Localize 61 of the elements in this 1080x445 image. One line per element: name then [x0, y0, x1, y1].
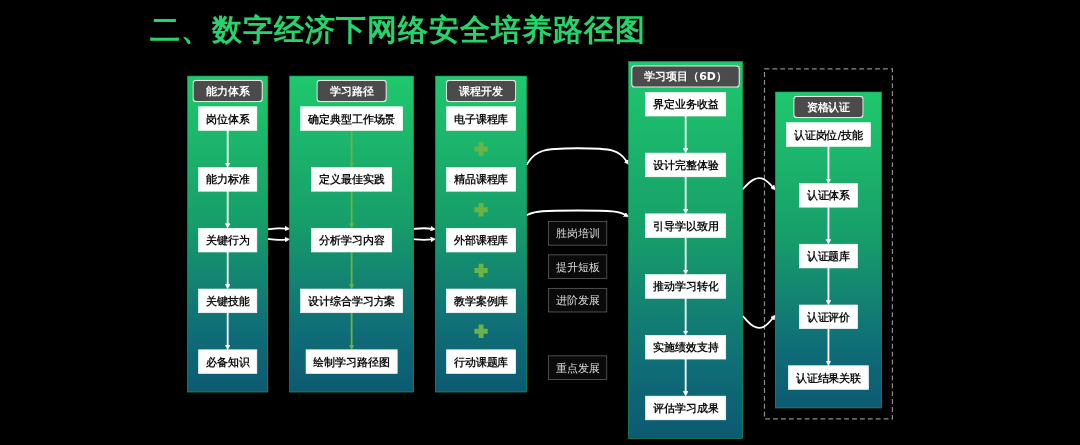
node-box: 重点发展: [548, 355, 608, 380]
node-box: 行动课题库: [446, 349, 516, 374]
node-box: 关键行为: [198, 227, 258, 253]
arrow: [825, 206, 832, 245]
arrow: [225, 129, 231, 168]
node-box: 分析学习内容: [311, 227, 393, 253]
node-box: 实施绩效支持: [645, 335, 727, 360]
arrow: [348, 190, 355, 229]
node-box: 胜岗培训: [548, 221, 608, 246]
arrow: [682, 236, 689, 275]
arrow: [525, 147, 629, 166]
arrow: [525, 209, 629, 218]
node-box: 关键技能: [198, 288, 258, 314]
arrow: [682, 297, 689, 336]
arrow: [741, 314, 776, 329]
diagram-title: 二、数字经济下网络安全培养路径图: [150, 11, 646, 49]
node-box: 提升短板: [548, 254, 608, 279]
plus-icon: [474, 263, 488, 278]
node-box: 绘制学习路径图: [305, 349, 398, 374]
node-box: 精品课程库: [446, 167, 516, 192]
arrow: [741, 177, 776, 191]
arrow: [266, 236, 290, 243]
node-box: 岗位体系: [198, 106, 258, 131]
arrow: [266, 225, 290, 232]
node-box: 认证岗位/技能: [786, 122, 871, 147]
plus-icon: [474, 324, 488, 338]
node-box: 能力标准: [198, 167, 258, 192]
arrow: [825, 145, 832, 184]
node-box: 设计完整体验: [645, 152, 727, 178]
arrow: [682, 358, 689, 397]
arrow: [682, 115, 689, 154]
node-box: 认证体系: [798, 183, 858, 208]
node-box: 确定典型工作场景: [300, 106, 403, 131]
node-box: 教学案例库: [446, 288, 516, 314]
arrow: [412, 236, 436, 243]
node-box: 电子课程库: [446, 106, 516, 131]
arrow: [348, 129, 355, 168]
node-box: 必备知识: [198, 349, 258, 374]
node-box: 推动学习转化: [645, 274, 727, 299]
node-box: 认证题库: [798, 243, 858, 269]
arrow: [348, 311, 355, 351]
node-box: 认证结果关联: [788, 365, 869, 390]
node-box: 外部课程库: [446, 227, 516, 253]
node-box: 定义最佳实践: [311, 167, 393, 192]
node-box: 界定业务收益: [645, 92, 727, 117]
arrow: [412, 225, 436, 232]
node-box: 评估学习成果: [645, 395, 727, 421]
arrow: [225, 190, 231, 229]
arrow: [348, 251, 355, 290]
node-box: 认证评价: [798, 304, 858, 329]
arrow: [825, 327, 832, 366]
node-box: 进阶发展: [548, 287, 608, 313]
arrow: [825, 267, 832, 306]
arrow: [225, 311, 231, 351]
arrow: [225, 251, 231, 290]
arrow: [682, 175, 689, 215]
node-box: 引导学以致用: [645, 213, 727, 238]
plus-icon: [474, 203, 488, 217]
node-box: 设计综合学习方案: [300, 288, 403, 314]
plus-icon: [474, 142, 488, 156]
cluster: [763, 68, 894, 420]
